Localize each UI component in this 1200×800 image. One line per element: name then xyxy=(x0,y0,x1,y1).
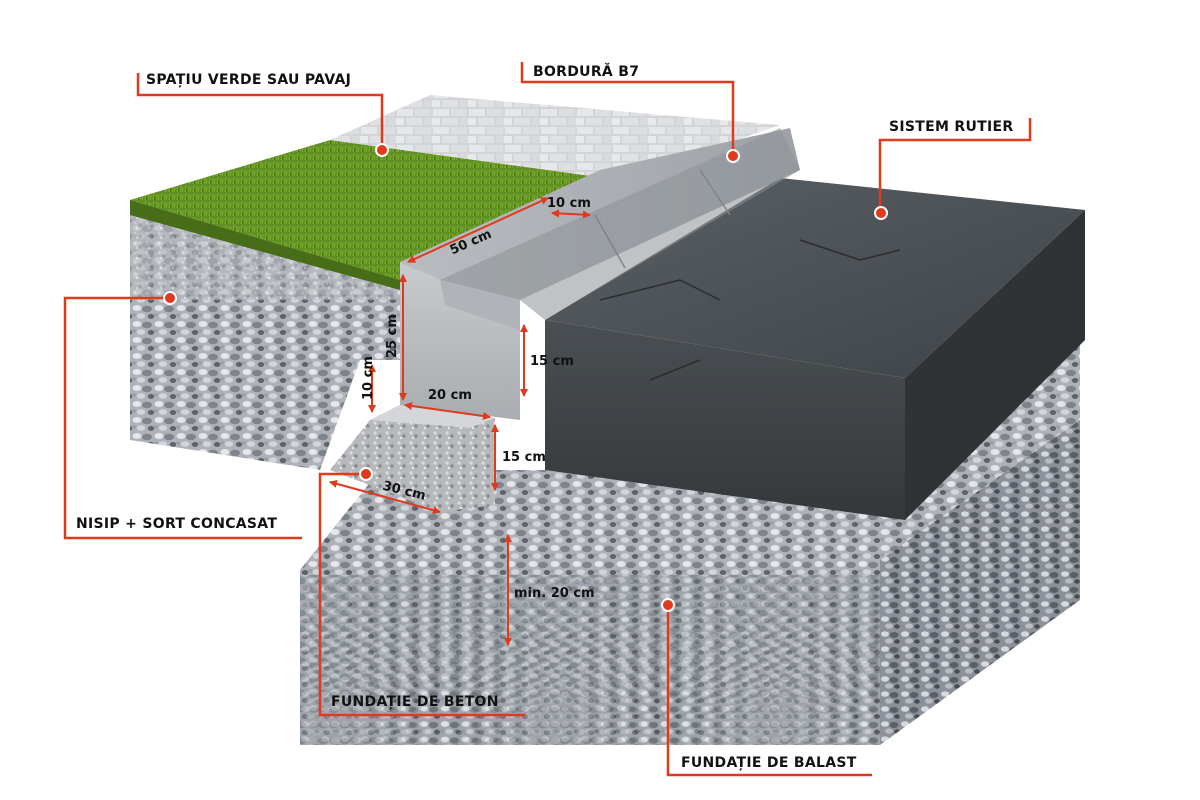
dim-curb-height-label: 25 cm xyxy=(385,314,400,358)
dim-foundation-height-label: 15 cm xyxy=(502,450,546,465)
dim-curb-exposed-label: 15 cm xyxy=(530,354,574,369)
label-curb: BORDURĂ B7 xyxy=(533,62,639,80)
dim-curb-top-line xyxy=(551,209,591,219)
dimension-lines xyxy=(329,197,591,646)
leader-curb xyxy=(520,62,735,154)
label-ballast-foundation: FUNDAȚIE DE BALAST xyxy=(681,755,857,771)
label-road-system: SISTEM RUTIER xyxy=(889,119,1013,135)
dim-foundation-side-label: 10 cm xyxy=(361,356,376,400)
grass-surface xyxy=(130,140,620,290)
dim-curb-length-line xyxy=(407,197,549,263)
marker-sand-gravel xyxy=(163,291,177,305)
dim-ballast-depth-label: min. 20 cm xyxy=(514,586,595,601)
leader-sand-gravel xyxy=(63,296,302,540)
label-sand-gravel: NISIP + SORT CONCASAT xyxy=(76,516,277,532)
marker-road-system xyxy=(874,206,888,220)
ballast-foundation-block xyxy=(300,300,1080,745)
label-green-space: SPAȚIU VERDE SAU PAVAJ xyxy=(146,72,351,88)
callout-markers xyxy=(163,143,888,612)
marker-curb xyxy=(726,149,740,163)
callout-leaders xyxy=(63,62,1032,777)
leader-ballast-foundation xyxy=(666,605,872,777)
dim-curb-bottom-label: 20 cm xyxy=(428,388,472,403)
dim-curb-bottom-line xyxy=(404,402,491,420)
dim-curb-top-label: 10 cm xyxy=(547,196,591,211)
leader-green-space xyxy=(136,73,384,146)
asphalt-road-block xyxy=(545,178,1085,520)
leader-concrete-foundation xyxy=(318,472,525,717)
dim-foundation-width-line xyxy=(329,479,441,515)
leader-road-system xyxy=(878,118,1032,210)
callout-labels: SPAȚIU VERDE SAU PAVAJ BORDURĂ B7 SISTEM… xyxy=(76,62,1013,771)
marker-concrete-foundation xyxy=(359,467,373,481)
marker-ballast-foundation xyxy=(661,598,675,612)
label-concrete-foundation: FUNDAȚIE DE BETON xyxy=(331,694,499,710)
marker-green-space xyxy=(375,143,389,157)
